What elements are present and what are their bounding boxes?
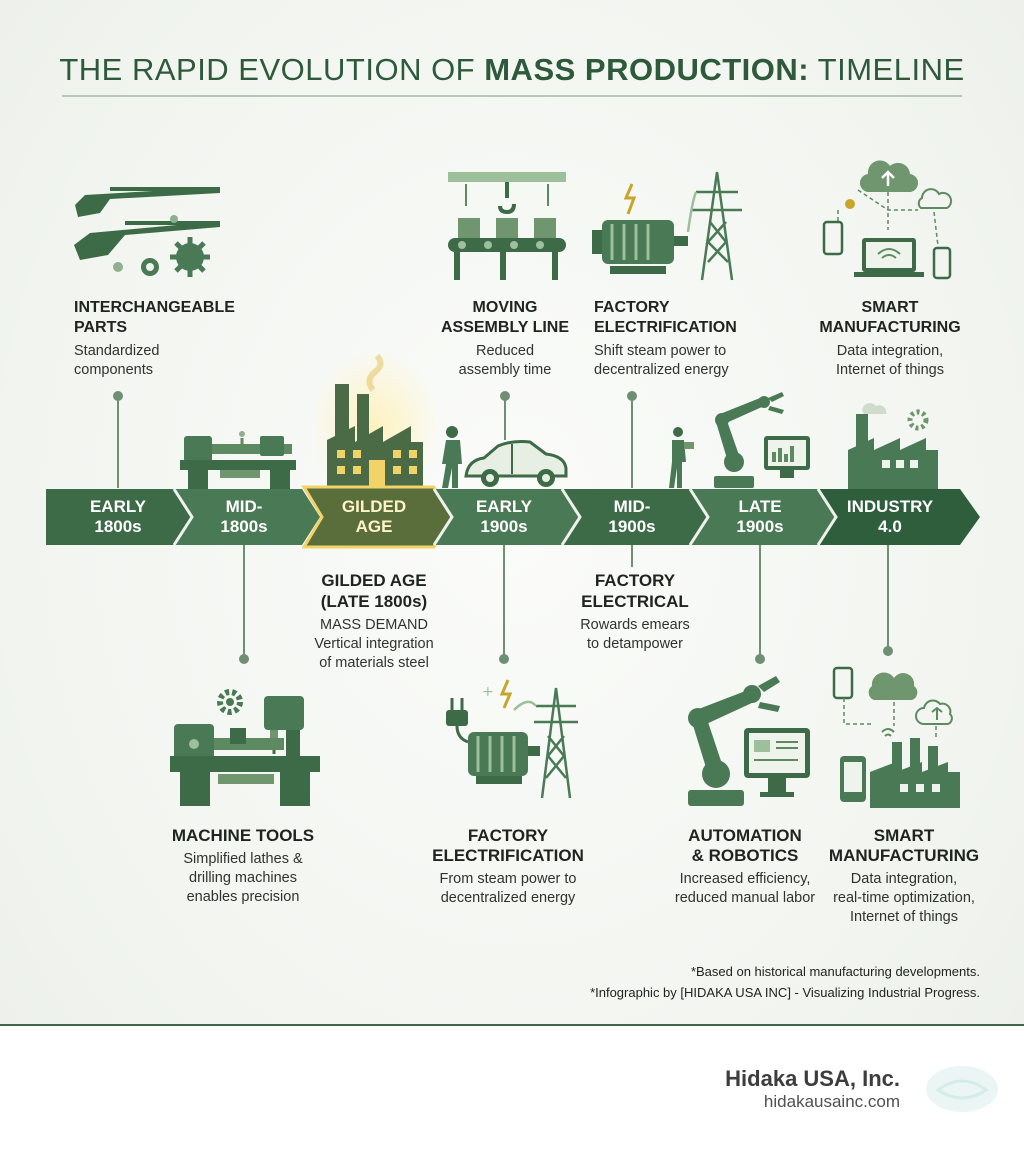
- connector-dot: [239, 654, 249, 664]
- muskets-gears-icon: [74, 187, 220, 277]
- connector-line: [759, 545, 761, 657]
- timeline-segment-3: [301, 485, 454, 549]
- milestone-machine-tools: MACHINE TOOLS Simplified lathes &drillin…: [148, 826, 338, 907]
- machine-tools-icon: [170, 689, 320, 806]
- footnote-credit: *Infographic by [HIDAKA USA INC] - Visua…: [590, 985, 980, 1000]
- connector-line: [117, 396, 119, 488]
- milestone-title: GILDED AGE(LATE 1800s): [320, 571, 428, 611]
- connector-line: [631, 396, 633, 488]
- brand-url[interactable]: hidakausainc.com: [763, 1092, 900, 1111]
- timeline-segment-2: [174, 489, 320, 545]
- timeline-segment-7: [818, 489, 980, 545]
- lathe-icon: [180, 431, 296, 490]
- milestone-description: Increased efficiency,reduced manual labo…: [674, 871, 816, 906]
- connector-line: [631, 545, 633, 567]
- motor-pylon-icon: [592, 171, 742, 281]
- automation-robot-icon: [688, 676, 810, 806]
- milestone-title: AUTOMATION& ROBOTICS: [688, 826, 802, 865]
- connector-line: [887, 545, 889, 649]
- factory-glow-icon: [315, 350, 435, 490]
- page-title: THE RAPID EVOLUTION OF MASS PRODUCTION: …: [0, 52, 1024, 88]
- robot-arm-worker-icon: [669, 392, 810, 488]
- timeline-bar: [46, 485, 980, 549]
- brand-logo-icon: [926, 1066, 998, 1112]
- brand-name: Hidaka USA, Inc.: [725, 1066, 900, 1091]
- connector-line: [243, 545, 245, 657]
- milestone-description: Data integration,real-time optimization,…: [833, 871, 975, 925]
- title-suffix: TIMELINE: [809, 52, 965, 87]
- electrification-icon: +: [446, 679, 578, 799]
- timeline-label-mid-1800s: MID-1800s: [220, 497, 268, 536]
- connector-dot: [499, 654, 509, 664]
- timeline-segment-6: [690, 489, 836, 545]
- iot-network-icon: [822, 160, 953, 280]
- timeline-label-mid-1900s: MID-1900s: [608, 497, 656, 536]
- svg-text:+: +: [482, 684, 494, 700]
- connector-line: [504, 396, 506, 440]
- milestone-automation-robotics: AUTOMATION& ROBOTICS Increased efficienc…: [660, 826, 830, 908]
- footer-divider: [0, 1024, 1024, 1026]
- timeline-segment-4: [434, 489, 580, 545]
- title-divider: [62, 95, 962, 97]
- footer: [0, 1026, 1024, 1154]
- timeline-segment-1: [46, 489, 192, 545]
- connector-line: [503, 545, 505, 657]
- smart-factory-icon: [848, 403, 938, 490]
- smart-manufacturing-icon: [832, 666, 960, 808]
- milestone-description: Data integration,Internet of things: [835, 343, 944, 378]
- footnote-source: *Based on historical manufacturing devel…: [690, 964, 980, 979]
- connector-dot: [755, 654, 765, 664]
- title-emphasis: MASS PRODUCTION:: [484, 52, 810, 87]
- timeline-segment-5: [562, 489, 708, 545]
- worker-car-icon: [442, 426, 568, 488]
- assembly-line-icon: [448, 172, 566, 280]
- title-text: THE RAPID EVOLUTION OF: [59, 52, 485, 87]
- milestone-title: MACHINE TOOLS: [171, 826, 315, 845]
- connector-dot: [883, 646, 893, 656]
